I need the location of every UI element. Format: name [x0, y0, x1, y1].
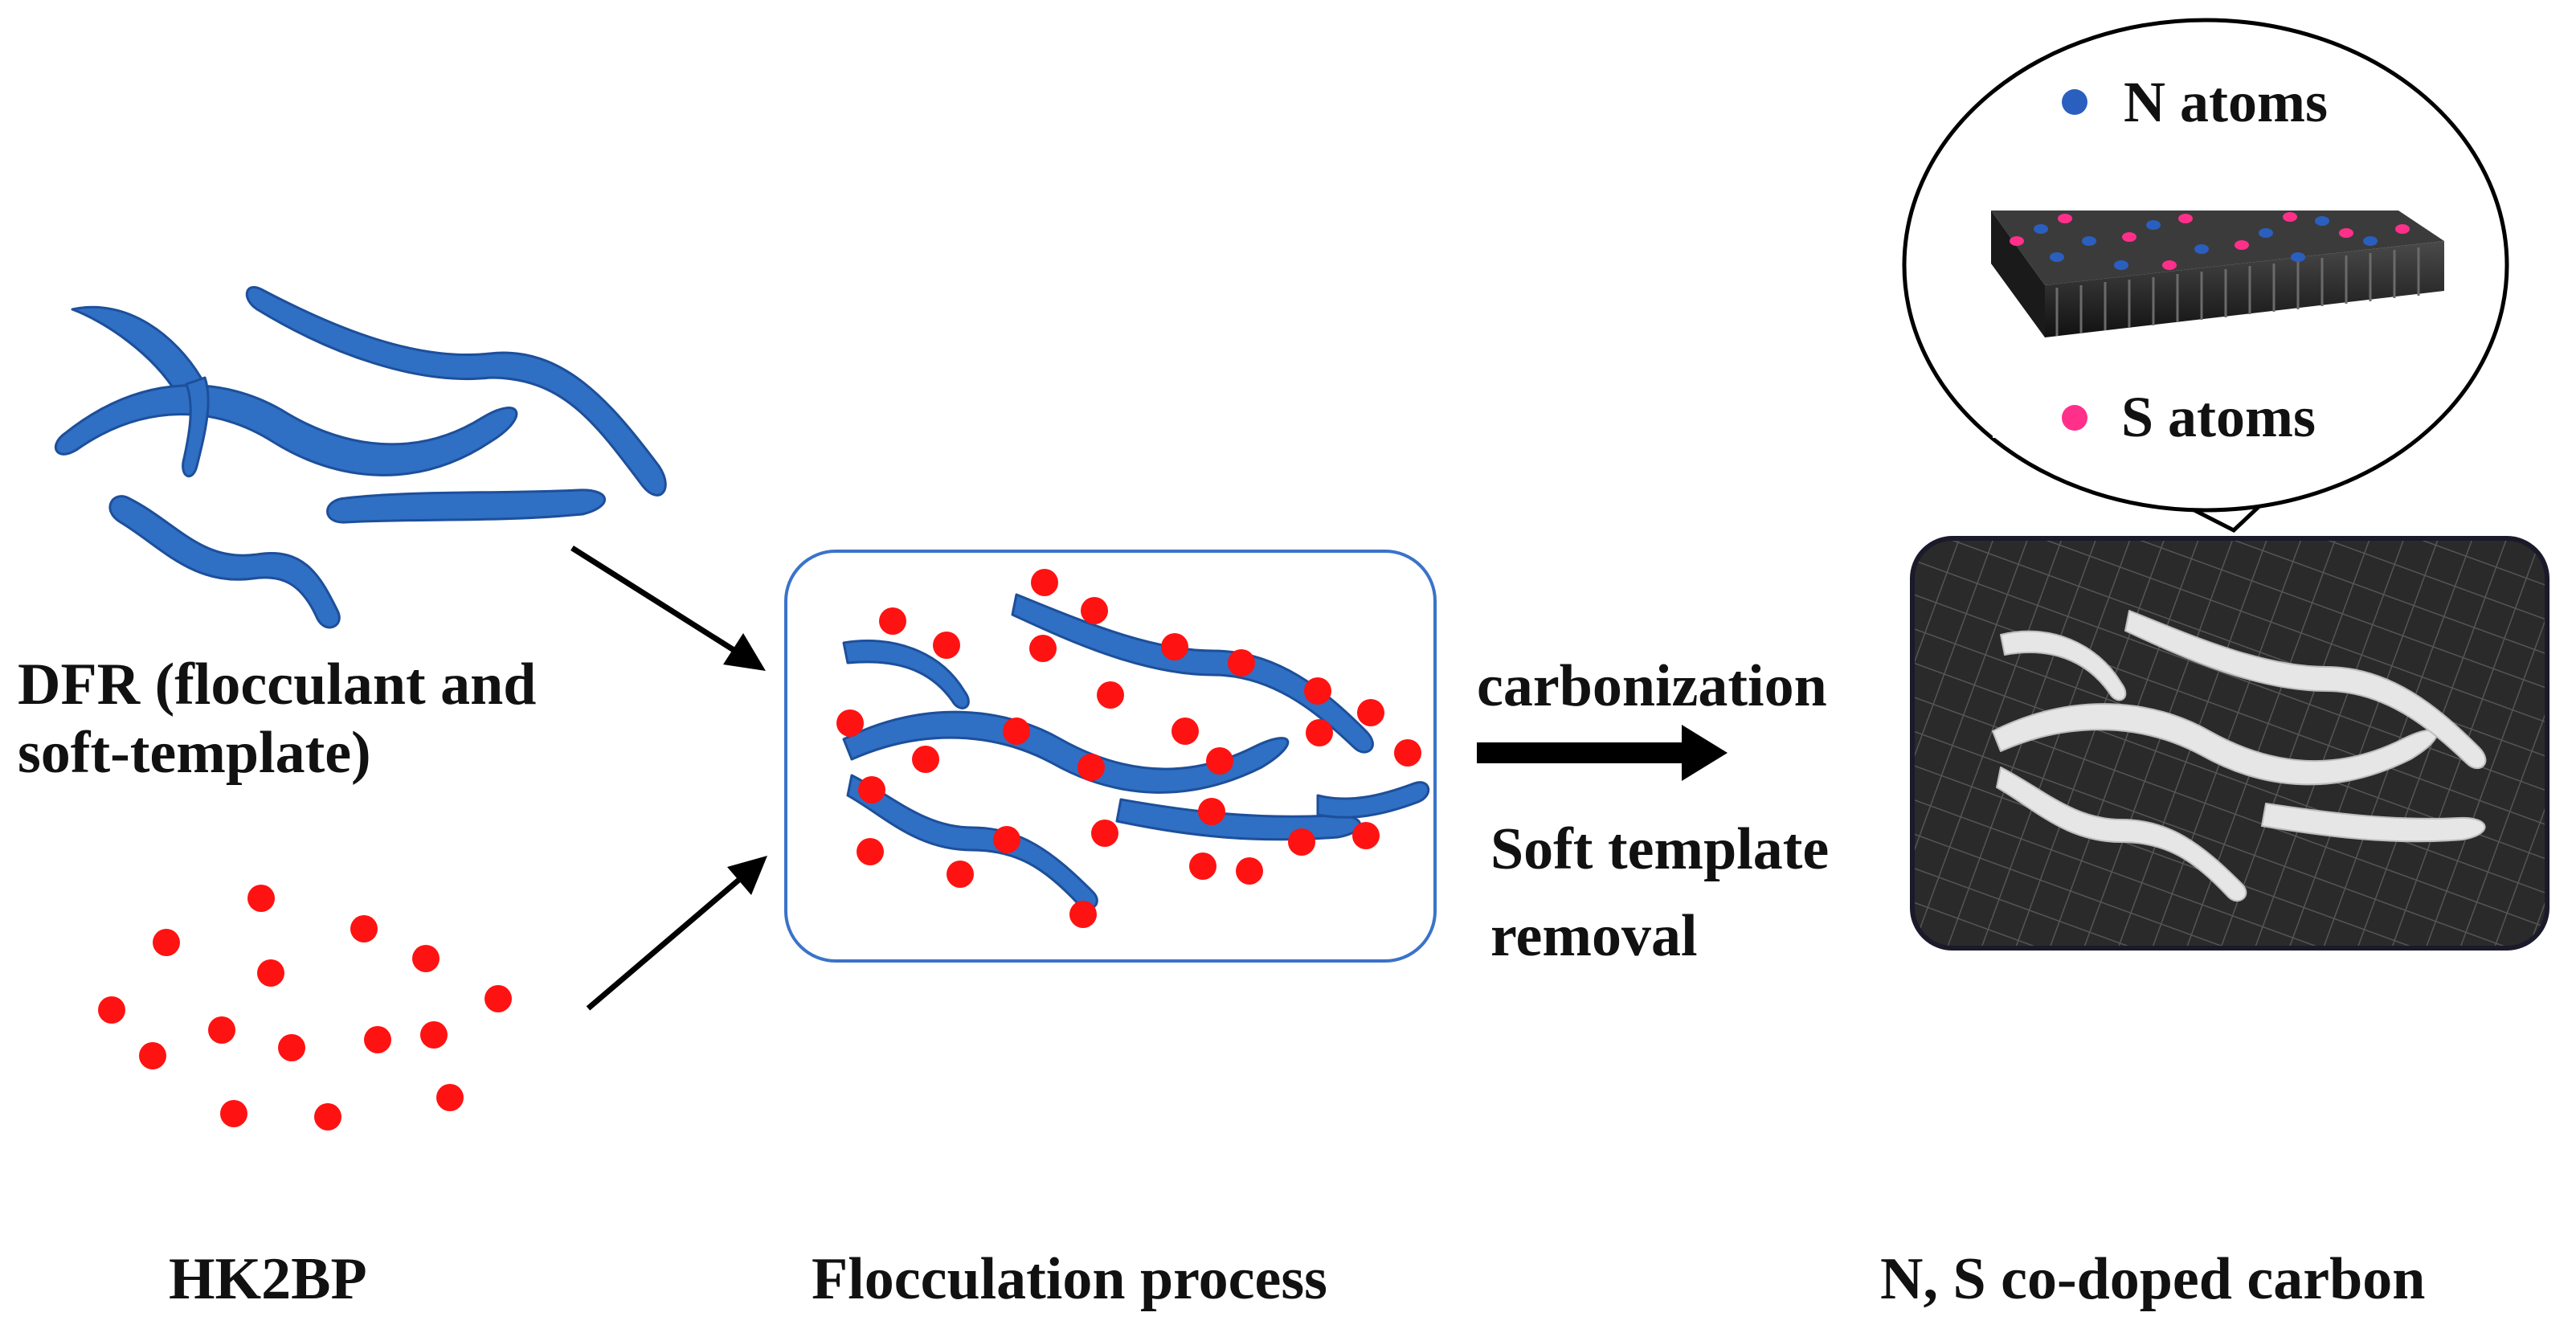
carbon-panel	[1910, 536, 2549, 951]
dfr-fibers	[54, 286, 667, 629]
floc-particle	[1161, 633, 1188, 660]
dfr-label-line1: DFR (flocculant and	[18, 652, 537, 718]
carbonization-arrow	[1477, 725, 1728, 781]
hk2bp-particle	[278, 1034, 305, 1061]
floc-particle	[857, 838, 884, 865]
n-atoms-label: N atoms	[2124, 70, 2328, 134]
hk2bp-particle	[139, 1042, 166, 1069]
floc-particle	[1189, 852, 1216, 880]
n-atom-legend-dot	[2062, 89, 2087, 115]
dfr-fiber	[54, 384, 518, 476]
hk2bp-particle	[436, 1084, 464, 1111]
floc-particle	[933, 632, 960, 659]
carbon-pore	[2261, 803, 2486, 843]
hk2bp-label: HK2BP	[169, 1246, 367, 1312]
hk2bp-particle	[420, 1021, 448, 1049]
hk2bp-particle	[350, 915, 378, 942]
arrow-dfr-head	[723, 633, 766, 671]
hk2bp-particles	[98, 885, 512, 1130]
floc-particle	[1097, 681, 1124, 709]
arrow-hk2bp-to-box	[586, 876, 743, 1011]
hk2bp-particle	[412, 945, 440, 972]
removal-label-line2: removal	[1490, 903, 1698, 969]
floc-fiber	[1316, 781, 1430, 819]
hk2bp-particle	[247, 885, 275, 912]
carbon-pore	[2124, 610, 2487, 769]
floc-particle	[1069, 901, 1097, 928]
floc-particle	[1288, 828, 1315, 856]
floc-particle	[1306, 719, 1333, 746]
floc-particle	[1357, 699, 1384, 726]
floc-particle	[1236, 857, 1263, 885]
magnified-bubble	[1902, 18, 2509, 534]
hk2bp-particle	[314, 1103, 341, 1130]
hk2bp-particle	[153, 929, 180, 956]
hk2bp-particle	[485, 985, 512, 1012]
dfr-label-line2: soft-template)	[18, 720, 371, 786]
floc-particle	[1031, 569, 1058, 596]
flocculation-label: Flocculation process	[812, 1246, 1327, 1312]
floc-particle	[879, 607, 906, 635]
flocculation-box	[784, 550, 1437, 963]
hk2bp-particle	[364, 1026, 391, 1053]
floc-particle	[912, 746, 939, 773]
floc-particle	[993, 826, 1020, 853]
floc-particle	[836, 709, 864, 737]
removal-label-line1: Soft template	[1490, 816, 1830, 882]
dfr-fiber	[326, 489, 607, 524]
arrow-dfr-to-box	[570, 546, 739, 655]
floc-particle	[1077, 754, 1105, 781]
floc-particle	[1206, 747, 1233, 775]
floc-particle	[1171, 718, 1199, 745]
hk2bp-particle	[220, 1100, 247, 1127]
hk2bp-particle	[98, 996, 125, 1024]
floc-particle	[1394, 739, 1421, 767]
s-atom-legend-dot	[2062, 405, 2087, 431]
floc-particle	[1081, 597, 1108, 624]
carbon-pore	[2000, 630, 2127, 701]
floc-particle	[1091, 820, 1118, 847]
dfr-fiber	[245, 286, 667, 497]
floc-particle	[1029, 635, 1057, 662]
floc-particle	[1228, 649, 1255, 677]
carbonization-label: carbonization	[1477, 653, 1827, 719]
dfr-fiber	[182, 376, 210, 477]
floc-particle	[947, 861, 974, 888]
floc-particle	[858, 776, 885, 803]
floc-particle	[1352, 822, 1380, 849]
doped-carbon-ribbon	[1991, 211, 2444, 337]
product-label: N, S co-doped carbon	[1880, 1246, 2426, 1312]
floc-particle	[1304, 677, 1331, 705]
input-arrows	[570, 546, 767, 1011]
arrow-hk2bp-head	[727, 856, 767, 895]
floc-particle	[1003, 718, 1030, 745]
hk2bp-particle	[208, 1016, 235, 1044]
floc-fiber	[842, 640, 970, 709]
dfr-fiber	[108, 495, 341, 629]
hk2bp-particle	[257, 959, 284, 987]
floc-particle	[1198, 798, 1225, 825]
s-atoms-label: S atoms	[2121, 385, 2316, 449]
carbon-pore	[1996, 767, 2247, 902]
